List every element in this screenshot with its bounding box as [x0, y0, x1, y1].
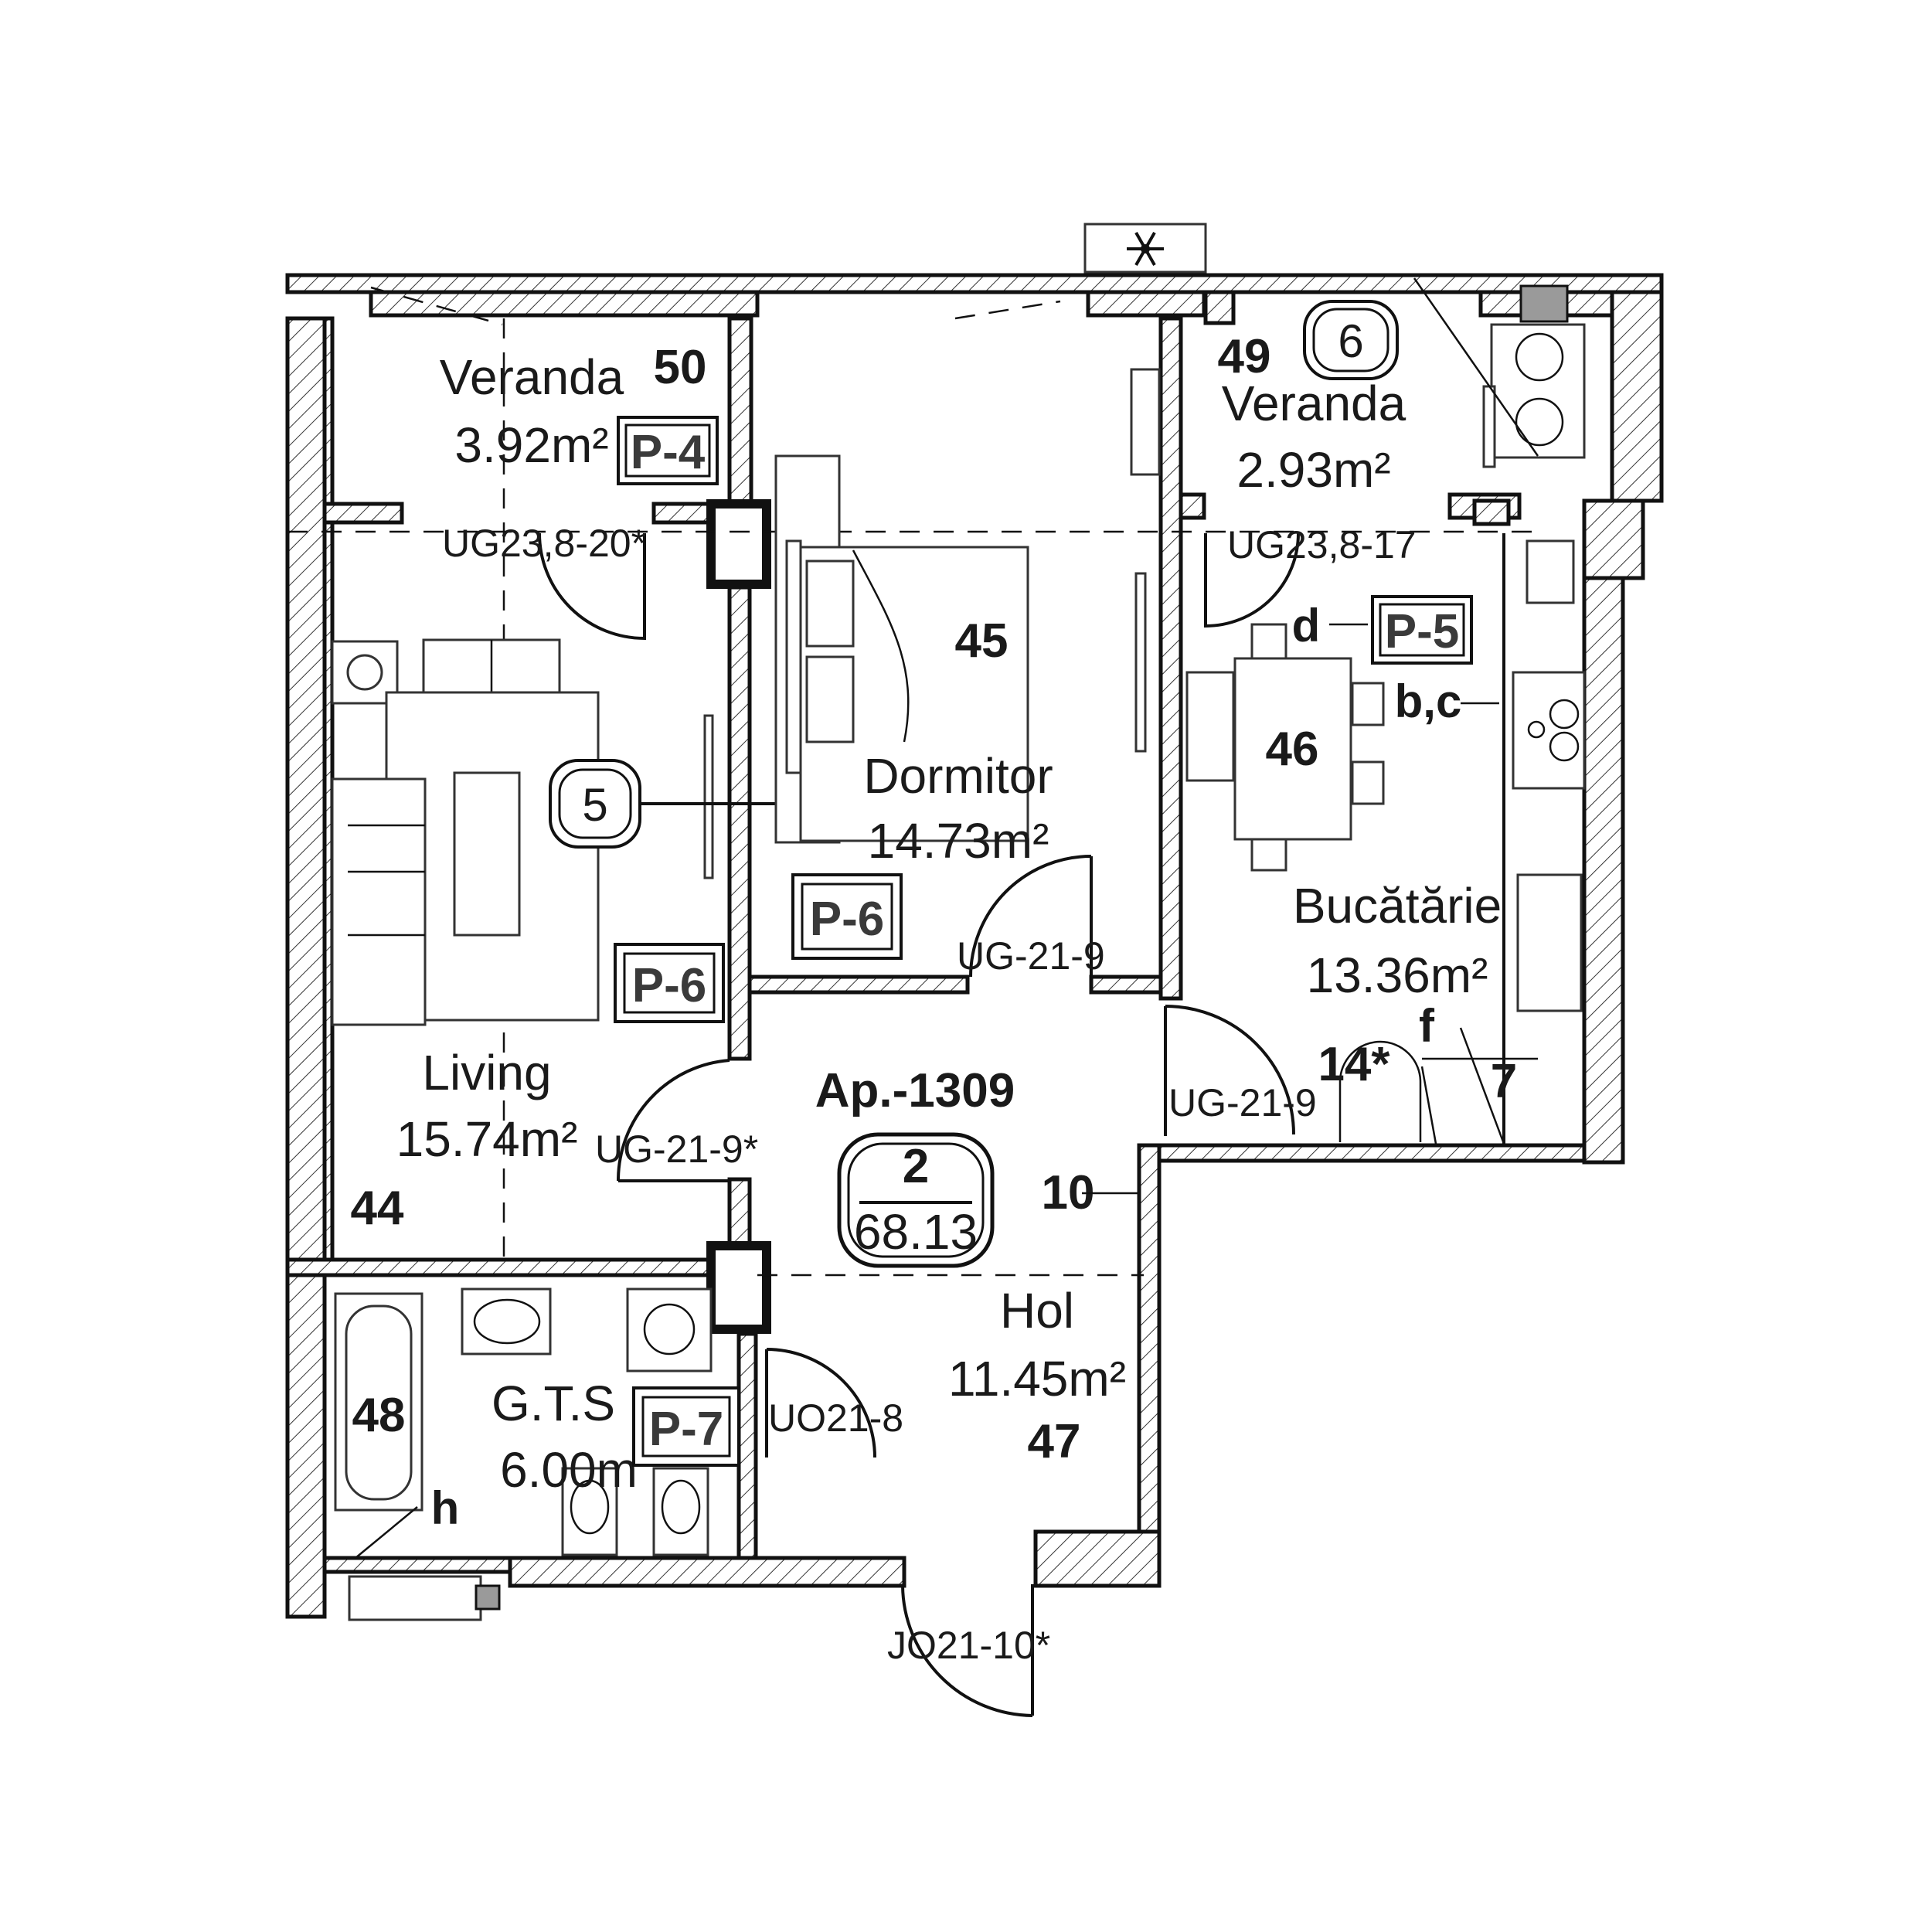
- door-code-entrance: JO21-10*: [887, 1624, 1050, 1667]
- svg-text:P-7: P-7: [649, 1403, 723, 1456]
- door-code-living-veranda: UG23,8-20*: [442, 522, 646, 565]
- veranda-right-name: Veranda: [1222, 376, 1406, 431]
- bucatarie-area: 13.36m²: [1307, 947, 1488, 1003]
- veranda-left-area: 3.92m²: [454, 417, 608, 473]
- marker-f: f: [1419, 1000, 1435, 1052]
- tag-p5: P-5: [1371, 595, 1473, 665]
- door-swings: [538, 532, 1300, 1717]
- living-area: 15.74m²: [396, 1111, 578, 1167]
- door-code-dormitor: UG-21-9: [957, 934, 1105, 978]
- coffee-table: [453, 771, 521, 937]
- door-code-kitchen-veranda: UG23,8-17: [1227, 523, 1417, 566]
- apartment-rooms: 2: [903, 1140, 929, 1193]
- apartment-code: Ap.-1309: [815, 1064, 1015, 1117]
- bucatarie-number: 46: [1266, 723, 1319, 776]
- tag-p6-living: P-6: [614, 943, 725, 1023]
- apartment-area: 68.13: [854, 1204, 978, 1260]
- bucatarie-name: Bucătărie: [1293, 878, 1502, 934]
- hol-number: 47: [1028, 1415, 1081, 1468]
- svg-text:P-6: P-6: [632, 959, 706, 1012]
- veranda-right-area: 2.93m²: [1236, 442, 1390, 498]
- kitchen-marker-7: 7: [1491, 1055, 1517, 1108]
- sink: [1516, 873, 1583, 1012]
- dashed-lines: [287, 286, 1546, 1277]
- gts-area: 6.00m: [500, 1442, 638, 1498]
- hol-name: Hol: [1000, 1283, 1074, 1338]
- washing-machine: [626, 1287, 713, 1372]
- tag-p4: P-4: [617, 416, 719, 485]
- living-name: Living: [422, 1045, 551, 1100]
- furniture: [331, 223, 1586, 1621]
- svg-text:P-5: P-5: [1385, 605, 1459, 658]
- sofa: [331, 777, 427, 1026]
- boiler: [348, 1575, 482, 1621]
- svg-text:P-6: P-6: [810, 893, 884, 946]
- veranda-left-number: 50: [654, 341, 707, 394]
- leader-lines: [355, 623, 1538, 1559]
- dormitor-area: 14.73m²: [868, 813, 1049, 869]
- dormitor-number: 45: [955, 614, 1009, 668]
- tag-p7: P-7: [632, 1386, 740, 1467]
- marker-d: d: [1292, 600, 1321, 651]
- dormitor-name: Dormitor: [863, 748, 1053, 804]
- gts-name: G.T.S: [492, 1376, 615, 1431]
- circle-marker-5: 5: [549, 759, 641, 849]
- door-code-living: UG-21-9*: [595, 1128, 758, 1171]
- stove: [1512, 671, 1586, 790]
- marker-bc: b,c: [1395, 675, 1462, 727]
- door-code-bath: UO21-8: [768, 1396, 903, 1440]
- door-code-kitchen: UG-21-9: [1168, 1081, 1317, 1124]
- svg-text:P-4: P-4: [631, 426, 706, 479]
- tag-p6-dormitor: P-6: [791, 873, 903, 960]
- hol-area: 11.45m²: [948, 1351, 1126, 1406]
- dining-table: [1233, 657, 1352, 841]
- living-number: 44: [351, 1182, 404, 1235]
- circle-marker-6: 6: [1303, 300, 1399, 380]
- veranda-right-number: 49: [1218, 330, 1271, 383]
- kitchen-marker-14: 14*: [1318, 1038, 1390, 1091]
- svg-text:5: 5: [582, 779, 607, 831]
- apartment-badge: Ap.-1309 2 68.13: [815, 1064, 1015, 1268]
- snowflake-icon: [1127, 232, 1164, 266]
- svg-text:6: 6: [1338, 315, 1363, 367]
- marker-h: h: [431, 1482, 460, 1534]
- walls: [285, 273, 1664, 1619]
- gts-number: 48: [352, 1389, 406, 1442]
- veranda-left-name: Veranda: [440, 349, 624, 405]
